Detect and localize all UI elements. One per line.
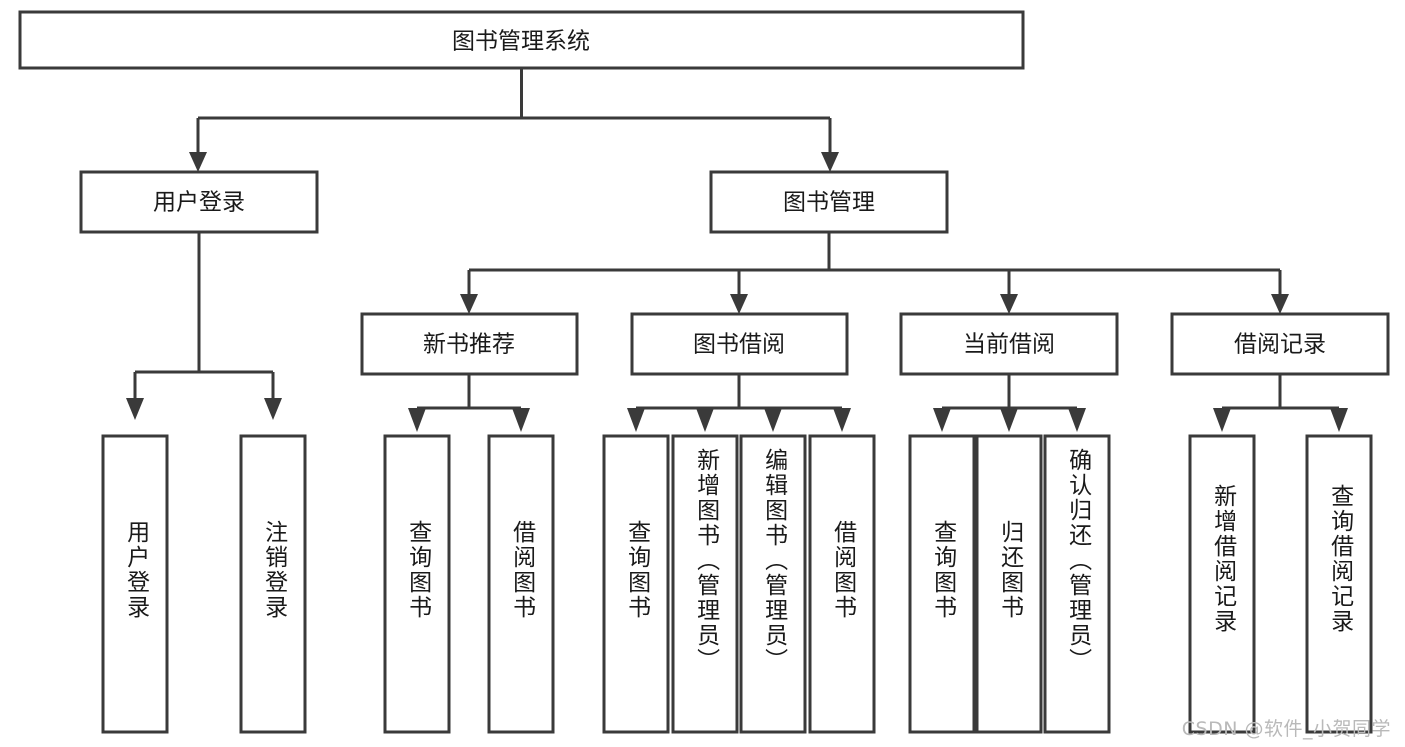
connector-book-borrow-to-leaves [634, 374, 844, 414]
arrow-head-leaf-query-record [1330, 408, 1348, 432]
leaf-box-query-book-1[interactable] [383, 434, 451, 734]
arrow-head-leaf-query-book-2 [627, 408, 645, 432]
node-new-book-recommend-box[interactable] [360, 312, 579, 376]
leaf-box-add-book[interactable] [671, 434, 739, 734]
node-user-login-box[interactable] [79, 170, 319, 234]
arrow-head-borrow-record [1271, 294, 1289, 314]
node-borrow-record-box[interactable] [1170, 312, 1390, 376]
node-new-book-recommend[interactable]: 新书推荐 [360, 312, 579, 376]
leaf-box-add-record[interactable] [1188, 434, 1256, 734]
connector-group-book-borrow [627, 374, 851, 432]
arrow-head-leaf-borrow-book-2 [833, 408, 851, 432]
node-current-borrow-label: 当前借阅 [963, 332, 1055, 358]
arrow-head-leaf-query-book-3 [933, 408, 951, 432]
node-book-borrow[interactable]: 图书借阅 [630, 312, 849, 376]
leaf-box-query-record[interactable] [1305, 434, 1373, 734]
leaf-box-edit-book[interactable] [739, 434, 807, 734]
arrow-head-leaf-edit-book [764, 408, 782, 432]
connector-group-new-book [408, 374, 530, 432]
node-user-login-label: 用户登录 [153, 190, 245, 216]
leaf-box-confirm-return[interactable] [1043, 434, 1111, 734]
connector-group-user-login [126, 232, 282, 420]
node-book-borrow-box[interactable] [630, 312, 849, 376]
leaf-box-query-book-3[interactable] [908, 434, 976, 734]
node-root[interactable]: 图书管理系统 [18, 10, 1025, 70]
node-book-manage-box[interactable] [709, 170, 949, 234]
arrow-head-new-book [460, 294, 478, 314]
node-book-manage-label: 图书管理 [783, 190, 875, 216]
arrow-head-user-login [189, 152, 207, 172]
connector-group-current-borrow [933, 374, 1086, 432]
arrow-head-leaf-add-book [696, 408, 714, 432]
node-book-borrow-label: 图书借阅 [693, 332, 785, 358]
leaf-box-return-book[interactable] [975, 434, 1043, 734]
arrow-head-leaf-add-record [1213, 408, 1231, 432]
node-root-box[interactable] [18, 10, 1025, 70]
leaf-box-borrow-book-1[interactable] [487, 434, 555, 734]
arrow-head-current-borrow [1000, 294, 1018, 314]
connector-book-manage-to-level3 [467, 232, 1282, 294]
connector-group-book-manage [460, 232, 1289, 314]
connector-new-book-to-leaves [415, 374, 523, 414]
connector-root-to-level2 [196, 68, 832, 152]
connector-group-root [189, 68, 839, 172]
arrow-head-leaf-borrow-book-1 [512, 408, 530, 432]
csdn-watermark: CSDN @软件_小贺同学 [1181, 718, 1391, 740]
arrow-head-book-borrow [730, 294, 748, 314]
node-current-borrow[interactable]: 当前借阅 [899, 312, 1119, 376]
node-borrow-record[interactable]: 借阅记录 [1170, 312, 1390, 376]
arrow-head-leaf-logout [264, 398, 282, 420]
node-book-manage[interactable]: 图书管理 [709, 170, 949, 234]
leaf-box-logout[interactable] [239, 434, 307, 734]
arrow-head-leaf-return-book [1000, 408, 1018, 432]
arrow-head-leaf-user-login [126, 398, 144, 420]
node-borrow-record-label: 借阅记录 [1234, 332, 1326, 358]
leaf-box-query-book-2[interactable] [602, 434, 670, 734]
node-user-login[interactable]: 用户登录 [79, 170, 319, 234]
arrow-head-book-manage [821, 152, 839, 172]
leaf-box-borrow-book-2[interactable] [808, 434, 876, 734]
connector-user-login-to-leaves [133, 232, 275, 398]
node-current-borrow-box[interactable] [899, 312, 1119, 376]
arrow-head-leaf-query-book-1 [408, 408, 426, 432]
connector-borrow-record-to-leaves [1220, 374, 1341, 414]
node-root-label: 图书管理系统 [452, 29, 590, 55]
connector-group-borrow-record [1213, 374, 1348, 432]
leaf-box-user-login[interactable] [101, 434, 169, 734]
node-new-book-recommend-label: 新书推荐 [423, 332, 515, 358]
arrow-head-leaf-confirm-return [1068, 408, 1086, 432]
